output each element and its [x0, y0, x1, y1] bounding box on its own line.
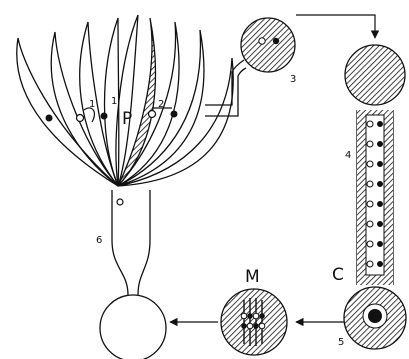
mixer-circle: [220, 288, 288, 356]
mixer-dots: [240, 312, 266, 330]
label-petals: P: [122, 109, 132, 129]
label-step-2: 2: [158, 99, 164, 110]
dot-petal-right-filled: [170, 110, 178, 118]
dot-petal-right-open: [147, 109, 157, 119]
label-channel: C: [332, 265, 344, 285]
petal-left-3: [79, 21, 119, 187]
label-step-4: 4: [345, 150, 351, 161]
channel-top-bulb: [344, 44, 406, 106]
stem-dot: [116, 198, 124, 206]
petal-right-3: [117, 57, 234, 187]
label-step-1b: 1': [111, 96, 120, 107]
channel-dots: [366, 120, 383, 268]
petal-center-hatched: [117, 17, 157, 187]
label-step-6: 6: [96, 235, 102, 246]
dot-petal-open: [75, 113, 85, 123]
mixer-strands: [243, 298, 263, 346]
dot-petal-mid: [100, 112, 108, 120]
stem: [111, 190, 151, 296]
petal-left-1: [16, 37, 119, 187]
arrow-3-to-channel: [296, 14, 380, 39]
circle-3: [240, 17, 296, 73]
petal-right-2: [117, 29, 205, 187]
petal-center-left: [115, 14, 139, 187]
petal-connector: [205, 59, 245, 106]
output-circle: [99, 294, 167, 359]
label-step-3: 3: [290, 74, 296, 85]
label-mixer: M: [245, 267, 260, 287]
petal-right-1: [117, 21, 180, 187]
label-step-5: 5: [338, 337, 344, 348]
label-step-1a: 1: [89, 99, 95, 110]
petal-fan: [16, 14, 247, 187]
petal-left-4: [103, 17, 120, 187]
dot-petal-left: [45, 114, 53, 122]
petal-left-2: [50, 31, 119, 187]
